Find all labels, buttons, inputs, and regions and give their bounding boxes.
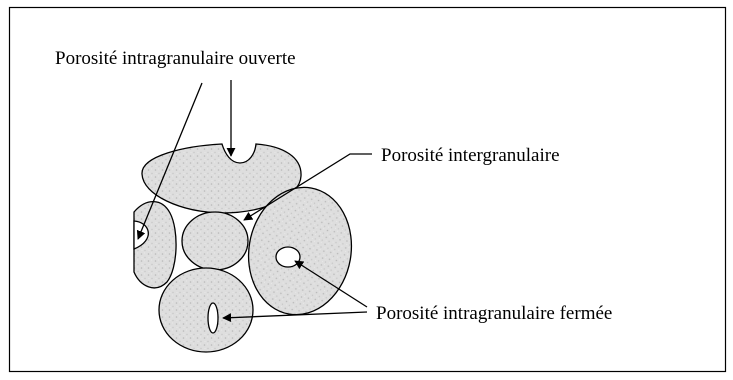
label-open-intragranular: Porosité intragranulaire ouverte bbox=[55, 48, 296, 69]
closed-pore-bottom bbox=[208, 303, 218, 333]
label-closed-intragranular: Porosité intragranulaire fermée bbox=[376, 303, 612, 324]
closed-pore-right bbox=[276, 247, 300, 267]
grain-center bbox=[182, 212, 248, 270]
label-intergranular: Porosité intergranulaire bbox=[381, 145, 560, 166]
grain-bottom bbox=[159, 268, 253, 352]
